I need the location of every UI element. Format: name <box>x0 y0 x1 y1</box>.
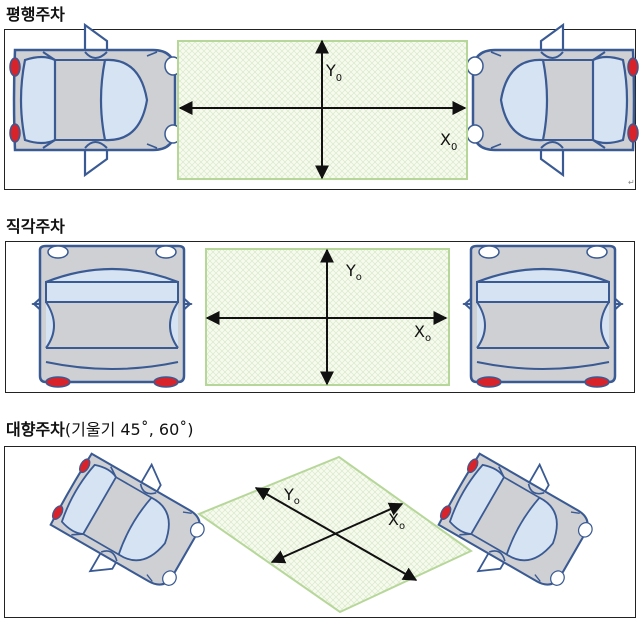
perpendicular-parking-panel <box>5 241 635 393</box>
y-label-parallel: Y0 <box>325 61 342 84</box>
section-title-angled: 대향주차(기울기 45˚, 60˚) <box>6 420 194 439</box>
paragraph-mark: ↵ <box>628 178 635 187</box>
section-title-note: (기울기 45˚, 60˚) <box>64 420 194 439</box>
y-label-perpendicular: Yo <box>345 261 362 283</box>
section-title-parallel: 평행주차 <box>6 5 65 24</box>
angled-parking-panel <box>4 446 636 618</box>
x-label-perpendicular: Xo <box>414 322 431 344</box>
section-title-perpendicular: 직각주차 <box>6 217 65 236</box>
x-axis-angled <box>270 502 404 564</box>
car-left-parallel <box>8 23 183 177</box>
y-label-angled: Yo <box>283 485 300 507</box>
x-label-angled: Xo <box>388 510 405 532</box>
car-right-parallel <box>465 23 640 177</box>
x-label-parallel: X0 <box>440 130 457 153</box>
